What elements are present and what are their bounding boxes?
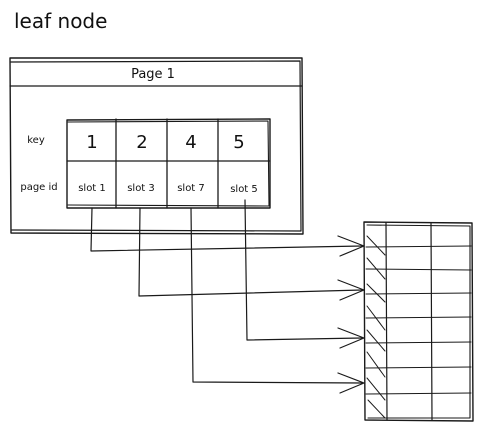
- key-cell: 5: [233, 132, 244, 153]
- key-slot-table: key page id 1 2 4 5 slot 1 slot 3 slot 7…: [20, 118, 271, 209]
- row-label-key: key: [27, 135, 45, 146]
- row-label-page-id: page id: [20, 182, 57, 193]
- slot-pointers: [90, 199, 365, 394]
- key-cell: 2: [136, 132, 147, 153]
- key-cell: 1: [86, 132, 97, 153]
- slot-cell: slot 7: [177, 183, 205, 194]
- slot-cell: slot 3: [127, 183, 155, 194]
- diagram-title: leaf node: [14, 9, 107, 33]
- pointer-arrow: [138, 207, 365, 301]
- slotted-page: [363, 221, 474, 422]
- slot-cell: slot 5: [230, 184, 258, 195]
- pointer-arrow: [90, 207, 365, 257]
- pointer-arrow: [244, 199, 365, 349]
- pointer-arrow: [190, 207, 365, 394]
- page-box: Page 1: [9, 57, 304, 235]
- slot-cell: slot 1: [78, 183, 106, 194]
- key-cell: 4: [185, 132, 196, 153]
- page-label: Page 1: [131, 67, 175, 82]
